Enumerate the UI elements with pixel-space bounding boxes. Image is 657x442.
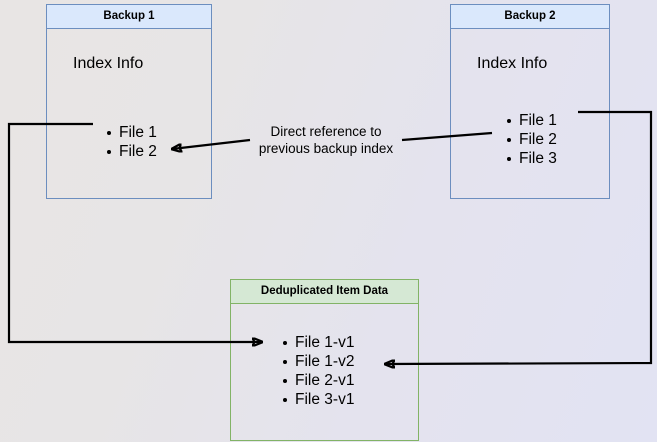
backup-2-body: Index Info File 1 File 2 File 3	[451, 29, 609, 198]
deduplicated-item-data-node[interactable]: Deduplicated Item Data File 1-v1 File 1-…	[230, 279, 419, 441]
backup-2-header: Backup 2	[451, 5, 609, 29]
deduplicated-item-data-body: File 1-v1 File 1-v2 File 2-v1 File 3-v1	[231, 304, 418, 440]
backup-2-node[interactable]: Backup 2 Index Info File 1 File 2 File 3	[450, 4, 610, 199]
list-item: File 2-v1	[282, 372, 355, 389]
backup-1-body: Index Info File 1 File 2	[47, 29, 211, 198]
backup-2-index-label: Index Info	[477, 55, 548, 72]
list-item: File 1	[107, 124, 157, 141]
list-item: File 3-v1	[282, 391, 355, 408]
backup-1-index-label: Index Info	[73, 55, 144, 72]
list-item: File 1-v1	[282, 334, 355, 351]
list-item: File 2	[107, 143, 157, 160]
backup-2-file-list: File 1 File 2 File 3	[501, 111, 557, 168]
backup-1-node[interactable]: Backup 1 Index Info File 1 File 2	[46, 4, 212, 199]
deduplicated-file-list: File 1-v1 File 1-v2 File 2-v1 File 3-v1	[277, 333, 354, 409]
direct-reference-annotation: Direct reference to previous backup inde…	[258, 124, 394, 156]
list-item: File 1-v2	[282, 353, 355, 370]
backup-1-header: Backup 1	[47, 5, 211, 29]
list-item: File 1	[507, 112, 557, 129]
list-item: File 3	[507, 150, 557, 167]
backup-1-file-list: File 1 File 2	[101, 123, 157, 161]
deduplicated-item-data-header: Deduplicated Item Data	[231, 280, 418, 304]
list-item: File 2	[507, 131, 557, 148]
